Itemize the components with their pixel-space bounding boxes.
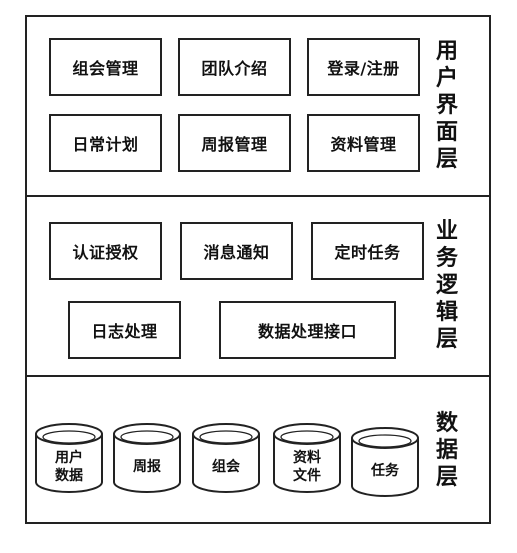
- db-user-data: 用户 数据: [34, 422, 104, 494]
- db-weekly-report-label: 周报: [133, 459, 161, 475]
- db-weekly-report: 周报: [112, 422, 182, 494]
- db-tasks: 任务: [350, 426, 420, 498]
- ui-layer-label: 用户界面层: [435, 39, 458, 172]
- logic-layer-label: 业务逻辑层: [435, 219, 458, 352]
- ui-module-team-intro: 团队介绍: [178, 38, 291, 96]
- ui-module-weekly-report: 周报管理: [178, 114, 291, 172]
- db-meeting-label: 组会: [212, 459, 240, 475]
- architecture-frame: [25, 15, 491, 524]
- ui-module-daily-plan: 日常计划: [49, 114, 162, 172]
- db-materials: 资料 文件: [272, 422, 342, 494]
- layer-divider-ui-logic: [25, 195, 491, 197]
- db-user-data-label: 用户 数据: [55, 450, 83, 484]
- db-materials-label: 资料 文件: [293, 450, 321, 484]
- logic-module-scheduled-tasks: 定时任务: [311, 222, 424, 280]
- db-meeting: 组会: [191, 422, 261, 494]
- logic-module-logging: 日志处理: [68, 301, 181, 359]
- logic-module-auth: 认证授权: [49, 222, 162, 280]
- logic-module-data-api: 数据处理接口: [219, 301, 396, 359]
- logic-module-notification: 消息通知: [180, 222, 293, 280]
- ui-module-login-register: 登录/注册: [307, 38, 420, 96]
- ui-module-meeting-management: 组会管理: [49, 38, 162, 96]
- data-layer-label: 数据层: [435, 411, 458, 490]
- ui-module-materials: 资料管理: [307, 114, 420, 172]
- db-tasks-label: 任务: [371, 463, 399, 479]
- layer-divider-logic-data: [25, 375, 491, 377]
